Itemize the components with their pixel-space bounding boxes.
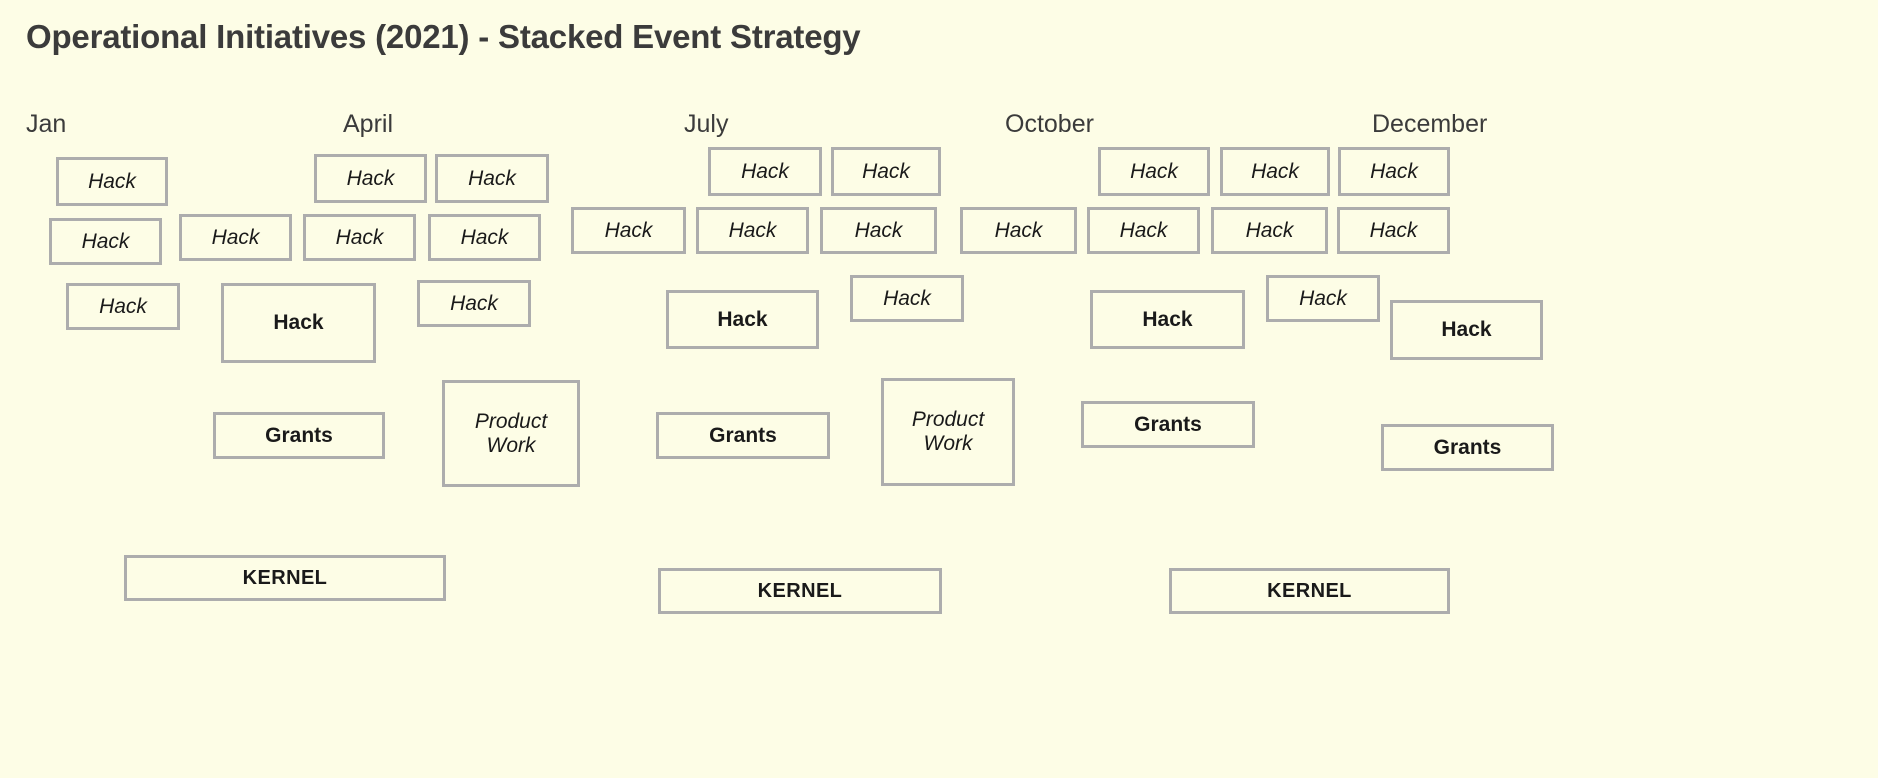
event-box-label: Hack xyxy=(273,311,324,335)
page-title: Operational Initiatives (2021) - Stacked… xyxy=(26,18,861,55)
event-box-label: Hack xyxy=(1245,218,1294,242)
event-box-hack[interactable]: Hack xyxy=(221,283,376,363)
event-box-hack[interactable]: Hack xyxy=(666,290,819,349)
event-box-grants[interactable]: Grants xyxy=(1381,424,1554,471)
event-box-grants[interactable]: Grants xyxy=(656,412,830,459)
event-box-hack[interactable]: Hack xyxy=(435,154,549,203)
event-box-label: Hack xyxy=(450,291,498,315)
event-box-hack[interactable]: Hack xyxy=(1338,147,1450,196)
event-box-hack[interactable]: Hack xyxy=(1087,207,1200,254)
event-box-label: Hack xyxy=(717,307,768,331)
event-box-label: Product Work xyxy=(474,409,548,457)
event-box-label: Hack xyxy=(994,218,1043,242)
event-box-hack[interactable]: Hack xyxy=(49,218,162,265)
event-box-label: Hack xyxy=(1370,159,1418,183)
event-box-label: Hack xyxy=(1369,218,1418,242)
event-box-label: Hack xyxy=(1441,318,1492,342)
axis-label-december: December xyxy=(1372,110,1488,138)
event-box-label: Grants xyxy=(709,423,777,447)
event-box-label: Hack xyxy=(1299,286,1347,310)
event-box-label: Grants xyxy=(265,423,333,447)
event-box-label: Hack xyxy=(862,159,910,183)
axis-label-october: October xyxy=(1005,110,1094,138)
event-box-hack[interactable]: Hack xyxy=(831,147,941,196)
event-box-label: Hack xyxy=(741,159,789,183)
event-box-hack[interactable]: Hack xyxy=(850,275,964,322)
event-box-hack[interactable]: Hack xyxy=(1337,207,1450,254)
event-box-hack[interactable]: Hack xyxy=(314,154,427,203)
event-box-hack[interactable]: Hack xyxy=(1390,300,1543,360)
event-box-label: Hack xyxy=(1130,159,1178,183)
event-box-label: Hack xyxy=(854,218,903,242)
event-box-hack[interactable]: Hack xyxy=(1220,147,1330,196)
event-box-hack[interactable]: Hack xyxy=(960,207,1077,254)
event-box-label: Hack xyxy=(346,166,395,190)
event-box-kernel[interactable]: KERNEL xyxy=(1169,568,1450,614)
event-box-label: Hack xyxy=(99,294,147,318)
axis-label-jan: Jan xyxy=(26,110,67,138)
event-box-hack[interactable]: Hack xyxy=(1090,290,1245,349)
event-box-hack[interactable]: Hack xyxy=(571,207,686,254)
event-box-hack[interactable]: Hack xyxy=(179,214,292,261)
event-box-label: Hack xyxy=(211,225,260,249)
event-box-label: KERNEL xyxy=(242,566,328,589)
event-box-label: Hack xyxy=(81,229,130,253)
event-box-label: KERNEL xyxy=(1267,579,1352,602)
event-box-hack[interactable]: Hack xyxy=(303,214,416,261)
event-box-label: Grants xyxy=(1134,412,1202,436)
event-box-label: Grants xyxy=(1433,435,1502,459)
event-box-hack[interactable]: Hack xyxy=(708,147,822,196)
event-box-hack[interactable]: Hack xyxy=(1098,147,1210,196)
event-box-hack[interactable]: Hack xyxy=(1211,207,1328,254)
event-box-label: Hack xyxy=(883,286,931,310)
event-box-label: Hack xyxy=(1251,159,1299,183)
event-box-label: Hack xyxy=(460,225,509,249)
event-box-label: Hack xyxy=(468,166,516,190)
event-box-product-work[interactable]: Product Work xyxy=(442,380,580,487)
event-box-hack[interactable]: Hack xyxy=(428,214,541,261)
axis-label-july: July xyxy=(684,110,729,138)
event-box-hack[interactable]: Hack xyxy=(417,280,531,327)
event-box-label: Hack xyxy=(1142,307,1193,331)
event-box-hack[interactable]: Hack xyxy=(1266,275,1380,322)
event-box-label: Product Work xyxy=(911,408,985,455)
event-box-hack[interactable]: Hack xyxy=(56,157,168,206)
event-box-hack[interactable]: Hack xyxy=(696,207,809,254)
event-box-label: Hack xyxy=(335,225,384,249)
event-box-label: Hack xyxy=(88,169,136,193)
event-box-kernel[interactable]: KERNEL xyxy=(124,555,446,601)
event-box-kernel[interactable]: KERNEL xyxy=(658,568,942,614)
event-box-grants[interactable]: Grants xyxy=(213,412,385,459)
event-box-hack[interactable]: Hack xyxy=(820,207,937,254)
axis-label-april: April xyxy=(343,110,394,138)
event-box-hack[interactable]: Hack xyxy=(66,283,180,330)
event-box-label: Hack xyxy=(1119,218,1168,242)
event-box-label: Hack xyxy=(728,218,777,242)
event-box-label: KERNEL xyxy=(757,579,843,602)
event-box-label: Hack xyxy=(604,218,653,242)
event-box-grants[interactable]: Grants xyxy=(1081,401,1255,448)
event-box-product-work[interactable]: Product Work xyxy=(881,378,1015,486)
